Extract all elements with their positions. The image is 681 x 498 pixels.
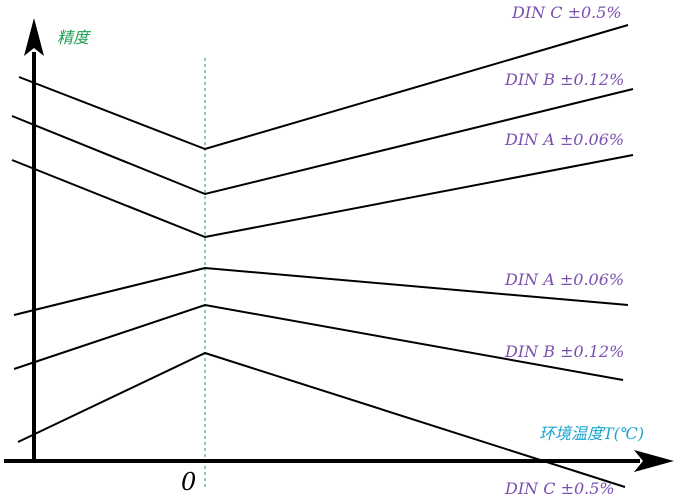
din-a-lower-line: [13, 266, 629, 316]
band-label-din-c-upper: DIN C ±0.5%: [511, 3, 622, 22]
band-label-din-c-lower: DIN C ±0.5%: [504, 479, 615, 498]
din-b-lower-line: [13, 303, 624, 381]
band-label-din-b-upper: DIN B ±0.12%: [504, 70, 624, 89]
band-label-din-a-upper: DIN A ±0.06%: [504, 130, 624, 149]
din-c-lower-line: [17, 351, 626, 488]
band-label-din-b-lower: DIN B ±0.12%: [504, 342, 624, 361]
band-label-din-a-lower: DIN A ±0.06%: [504, 270, 624, 289]
origin-label: 0: [181, 468, 196, 496]
x-axis-arrow-icon: [634, 450, 674, 472]
din-c-upper-line: [18, 24, 629, 151]
din-a-upper-line: [11, 154, 634, 239]
x-axis-label: 环境温度T(℃): [539, 424, 644, 443]
y-axis-label: 精度: [57, 28, 92, 47]
y-axis-arrow-icon: [24, 18, 44, 56]
din-b-upper-line: [11, 88, 634, 196]
